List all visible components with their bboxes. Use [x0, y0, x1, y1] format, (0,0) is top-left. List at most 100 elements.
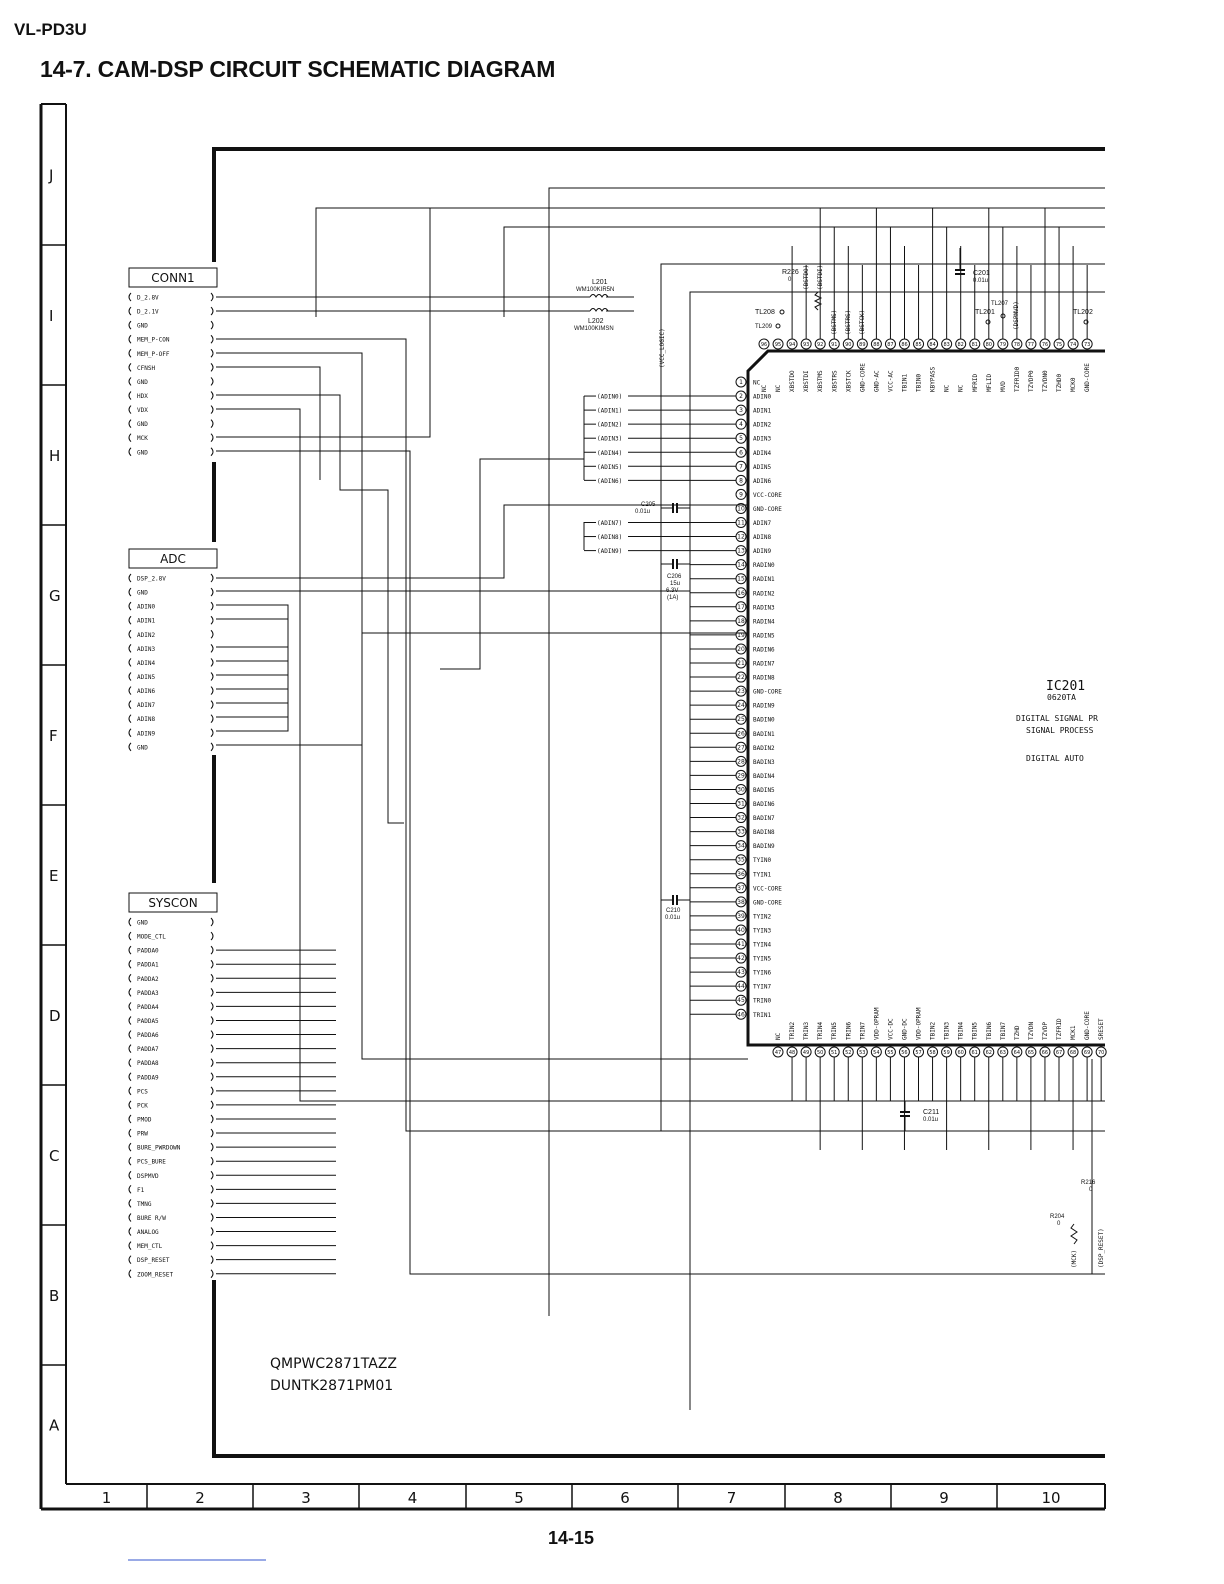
ic-pin-number: 11 [737, 520, 745, 527]
ic-pin-label: ADIN6 [753, 478, 771, 485]
c201-value: 0.01u [973, 278, 988, 284]
ic-pin-label: MVD [1000, 381, 1007, 392]
ic-pin-number: 41 [737, 941, 745, 948]
adin-net-label: (ADIN7) [597, 520, 622, 527]
ic-pin-number: 74 [1070, 342, 1076, 348]
ic-pin-label: TYIN1 [753, 871, 771, 878]
c201-ref: C201 [973, 270, 990, 277]
ic-pin-number: 77 [1028, 342, 1034, 348]
ic-pin-number: 55 [887, 1050, 893, 1056]
connectors: CONN1D_2.8VD_2.1VGNDMEM_P-CONMEM_P-OFFCF… [128, 267, 218, 1278]
ic-pin-number: 66 [1042, 1050, 1048, 1056]
ic-pin-number: 47 [775, 1050, 781, 1056]
ic-pin-number: 24 [737, 702, 745, 709]
ic-pin-number: 92 [817, 342, 823, 348]
tl202-label: TL202 [1073, 309, 1093, 316]
ic-pin-label: BADIN7 [753, 815, 775, 822]
net-bstms: (BSTMS) [831, 310, 838, 335]
ic-pin-label: TBIN6 [986, 1022, 993, 1040]
ic-pin-number: 48 [789, 1050, 795, 1056]
ic-pin-label: SRESET [1098, 1018, 1105, 1040]
ic-pin-number: 87 [887, 342, 893, 348]
ic-pin-label: ADIN4 [753, 450, 771, 457]
adin-net-label: (ADIN3) [597, 436, 622, 443]
ic-pin-label: BADIN2 [753, 745, 775, 752]
ic-pin-label: TBIN2 [930, 1022, 937, 1040]
ic-pin-label: TZVDP0 [1028, 370, 1035, 392]
row-label: G [49, 587, 61, 605]
ic-pin-label: TRIN3 [803, 1022, 810, 1040]
tl201-label: TL201 [975, 309, 995, 316]
connector-name: SYSCON [148, 896, 197, 910]
ic-pin-number: 76 [1042, 342, 1048, 348]
ic-ref: IC201 [1046, 679, 1085, 694]
connector-pin-label: GND [137, 379, 148, 386]
adin-net-label: (ADIN6) [597, 478, 622, 485]
ic-pin-number: 73 [1084, 342, 1090, 348]
ic-pin-label: TRIN4 [817, 1022, 824, 1040]
ic-pin-number: 36 [737, 871, 745, 878]
ic-pin-label: BADIN0 [753, 717, 775, 724]
adin-net-label: (ADIN2) [597, 422, 622, 429]
c210-ref: C210 [666, 908, 681, 914]
ic-pin-number: 23 [737, 688, 745, 695]
c211-ref: C211 [923, 1109, 939, 1116]
connector-pin-label: PADDA6 [137, 1032, 159, 1039]
connector-pin-label: ADIN9 [137, 730, 155, 737]
l201-ref: L201 [592, 279, 608, 286]
connector-pin-label: PCK [137, 1102, 148, 1109]
c206-voltage: 6.3V [666, 588, 678, 594]
ic-pin-label: RADIN5 [753, 632, 775, 639]
ic-pin-number: 83 [943, 342, 949, 348]
ic-pin-label: TBIN4 [958, 1022, 965, 1040]
ic-pin-label: RADIN7 [753, 661, 775, 668]
ic-pin-number: 10 [737, 505, 745, 512]
ic-desc-1: DIGITAL SIGNAL PR [1016, 714, 1098, 723]
ic-pin-label: BADIN5 [753, 787, 775, 794]
ic-pin-number: 43 [737, 969, 745, 976]
ic-pin-label: TYIN0 [753, 857, 771, 864]
ic-pin-label: RADIN6 [753, 646, 775, 653]
adin-net-labels: (ADIN0)(ADIN1)(ADIN2)(ADIN3)(ADIN4)(ADIN… [583, 394, 736, 555]
ic-pin-number: 17 [737, 604, 745, 611]
connector-pin-label: PADDA2 [137, 976, 159, 983]
resistor-r216: R216 0 [1081, 1059, 1096, 1274]
row-label: E [49, 867, 58, 885]
drawing-frame [39, 103, 1106, 1511]
ic-pin-number: 54 [873, 1050, 879, 1056]
wiring [216, 187, 1105, 1410]
ic-pin-label: TYIN3 [753, 927, 771, 934]
ic-pin-number: 13 [737, 548, 745, 555]
c210-value: 0.01u [665, 915, 680, 921]
column-label: 8 [833, 1489, 843, 1507]
ic-pin-number: 28 [737, 758, 745, 765]
ic-pin-number: 27 [737, 744, 745, 751]
ic-part: 0620TA [1047, 693, 1076, 702]
ic-pin-label: TBIN0 [916, 374, 923, 392]
ic-pin-label: MFRID [972, 374, 979, 392]
r204-value: 0 [1057, 1221, 1061, 1227]
c205-ref: C205 [641, 502, 656, 508]
ic-pin-number: 80 [986, 342, 992, 348]
resistor-r226: R226 0 [782, 269, 823, 311]
ic-pin-number: 67 [1056, 1050, 1062, 1056]
connector-pin-label: BURE_PWRDOWN [137, 1145, 181, 1152]
net-mck: (MCK) [1071, 1250, 1078, 1268]
connector-pin-label: D_2.1V [137, 309, 159, 316]
tl208-label: TL208 [755, 309, 775, 316]
ic-pin-number: 44 [737, 983, 745, 990]
connector-adc: ADCDSP_2.8VGNDADIN0ADIN1ADIN2ADIN3ADIN4A… [128, 548, 218, 751]
ic-pin-label: TBIN5 [972, 1022, 979, 1040]
ic-pin-number: 14 [737, 562, 745, 569]
ic-pin-number: 35 [737, 857, 745, 864]
connector-pin-label: ADIN3 [137, 646, 155, 653]
ic-pin-number: 81 [972, 342, 978, 348]
ic-pin-number: 95 [775, 342, 781, 348]
ic-pin-number: 78 [1014, 342, 1020, 348]
ic-pin-label: GND-CORE [753, 506, 782, 513]
ic-pin-label: RADIN4 [753, 618, 775, 625]
connector-pin-label: PADDA1 [137, 962, 159, 969]
ic-pin-number: 42 [737, 955, 745, 962]
connector-pin-label: ADIN8 [137, 716, 155, 723]
